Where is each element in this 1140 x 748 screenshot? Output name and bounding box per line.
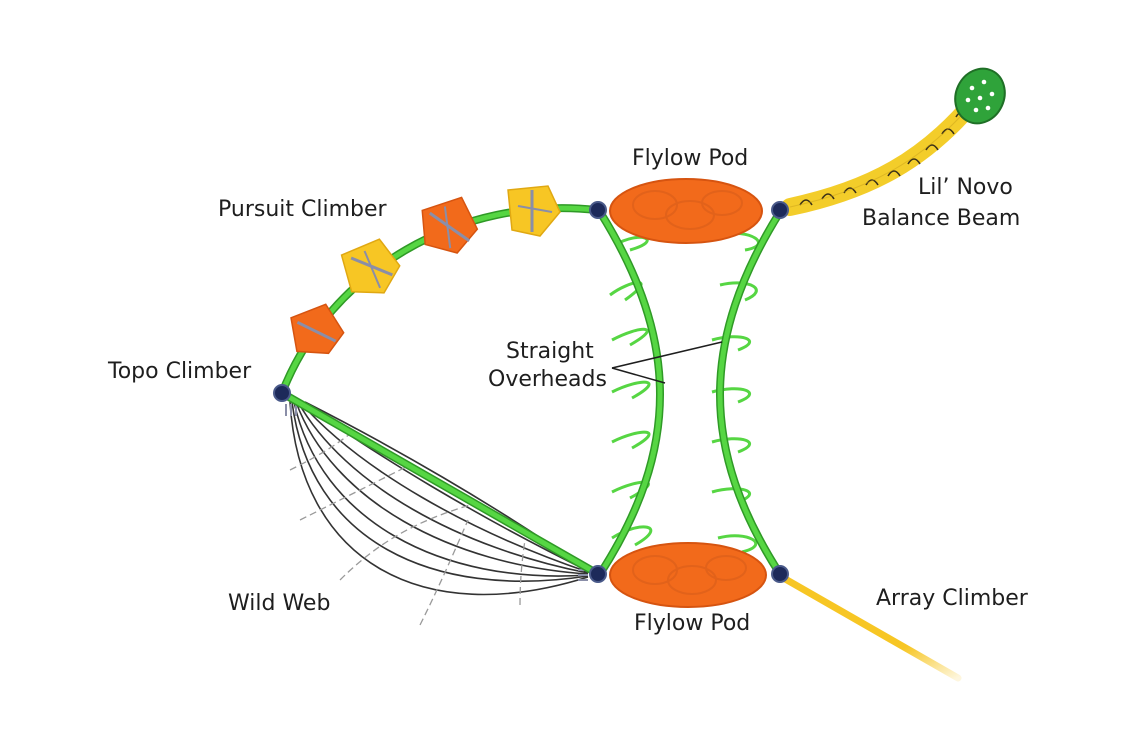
wild-web-top-rail: [278, 389, 602, 578]
label-lil-novo-line1: Lil’ Novo: [918, 175, 1013, 200]
label-wild-web: Wild Web: [228, 591, 330, 616]
wild-web-hooks: [285, 404, 588, 581]
balance-beam-end-pad: [954, 67, 1006, 125]
straight-overheads-leader-lines: [611, 341, 723, 384]
array-climber: [776, 572, 962, 682]
lil-novo-balance-beam: [781, 67, 1006, 216]
climber-hold-3: [421, 196, 479, 254]
label-straight-overheads-line1: Straight: [506, 339, 594, 364]
label-flylow-pod-top: Flylow Pod: [632, 146, 748, 171]
label-pursuit-climber: Pursuit Climber: [218, 197, 388, 222]
pursuit-climber-holds: [290, 185, 561, 355]
label-straight-overheads-line2: Overheads: [488, 367, 607, 392]
joint-top-left: [589, 201, 607, 219]
label-topo-climber: Topo Climber: [107, 359, 252, 384]
joint-topo: [273, 384, 291, 402]
joint-bottom-right: [771, 565, 789, 583]
climber-hold-2: [340, 238, 401, 294]
label-flylow-pod-bottom: Flylow Pod: [634, 611, 750, 636]
wild-web-cross-ropes: [289, 429, 526, 626]
straight-overheads-right-rail: [716, 209, 784, 577]
joint-top-right: [771, 201, 789, 219]
joint-bottom-left: [589, 565, 607, 583]
label-lil-novo-line2: Balance Beam: [862, 206, 1020, 231]
label-array-climber: Array Climber: [876, 586, 1029, 611]
wild-web: [289, 401, 589, 596]
flylow-pod-bottom: [609, 542, 767, 608]
climber-hold-4: [507, 185, 561, 237]
climber-hold-1: [290, 303, 345, 355]
frame-joints: [273, 201, 789, 583]
straight-overheads-left-rungs: [609, 235, 653, 547]
flylow-pod-top: [609, 178, 763, 244]
straight-overheads-left-rail: [596, 209, 664, 577]
